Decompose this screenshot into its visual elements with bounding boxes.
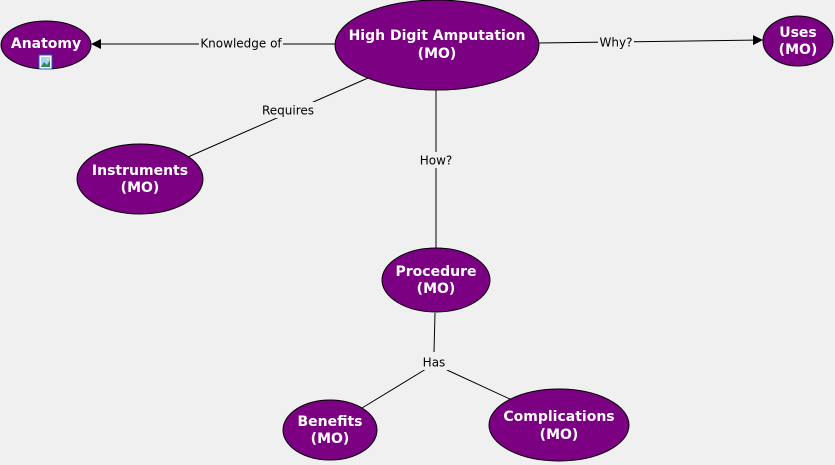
node-uses[interactable]: Uses (MO)	[762, 15, 834, 67]
node-anatomy[interactable]: Anatomy	[0, 20, 92, 70]
node-label: High Digit Amputation	[349, 28, 526, 44]
node-label-sub: (MO)	[417, 281, 456, 297]
node-high-digit-amputation[interactable]: High Digit Amputation (MO)	[334, 0, 540, 91]
node-procedure[interactable]: Procedure (MO)	[381, 247, 491, 313]
node-instruments[interactable]: Instruments (MO)	[76, 143, 204, 215]
connections	[91, 35, 763, 409]
link-label-has: Has	[423, 356, 446, 370]
node-label-sub: (MO)	[311, 431, 350, 447]
node-complications[interactable]: Complications (MO)	[488, 388, 630, 462]
node-label: Procedure	[396, 264, 477, 280]
node-benefits[interactable]: Benefits (MO)	[282, 399, 378, 461]
link-line-has-benefits	[361, 368, 427, 409]
node-label-sub: (MO)	[121, 180, 160, 196]
node-label-sub: (MO)	[418, 46, 457, 62]
link-line-has-complications	[446, 369, 513, 401]
node-label-sub: (MO)	[540, 427, 579, 443]
node-label: Anatomy	[11, 36, 81, 52]
node-label-sub: (MO)	[779, 42, 818, 58]
link-label-why: Why?	[600, 36, 633, 50]
link-line-why	[537, 35, 763, 46]
link-label-knowledge-of: Knowledge of	[200, 37, 282, 51]
link-label-how: How?	[420, 154, 453, 168]
link-labels: Knowledge of Why? Requires How? Has	[199, 34, 634, 370]
link-label-requires: Requires	[262, 104, 314, 118]
image-icon[interactable]	[38, 54, 53, 70]
node-label: Complications	[503, 409, 614, 425]
node-label: Uses	[779, 25, 817, 41]
node-label: Benefits	[297, 414, 362, 430]
node-label: Instruments	[92, 163, 188, 179]
link-line-has	[433, 312, 436, 353]
